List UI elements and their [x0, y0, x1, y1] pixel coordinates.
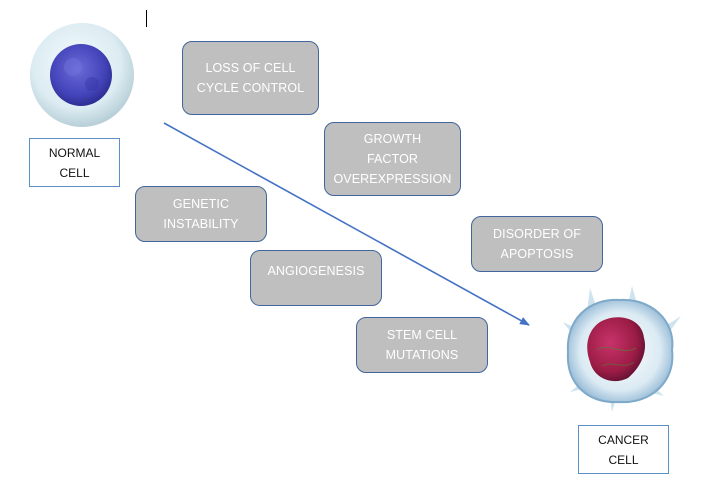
normal-cell-label-line: NORMAL	[48, 145, 101, 160]
step-text: OVEREXPRESSION	[333, 172, 452, 186]
step-disorder-of-apoptosis: DISORDER OF APOPTOSIS	[471, 216, 603, 272]
cancer-cell-label-line: CANCER	[598, 432, 649, 447]
arrow-line	[163, 122, 530, 326]
step-text: MUTATIONS	[385, 348, 459, 362]
cancer-cell-label: CANCER CELL	[578, 425, 669, 474]
step-stem-cell-mutations: STEM CELL MUTATIONS	[356, 317, 488, 373]
text-cursor	[146, 10, 147, 27]
cancer-cell-label-line: CELL	[608, 452, 639, 467]
step-text: INSTABILITY	[163, 217, 239, 231]
step-text: FACTOR	[366, 152, 419, 166]
step-text: DISORDER OF	[493, 227, 581, 241]
step-text: STEM CELL	[386, 328, 458, 342]
step-text: CYCLE CONTROL	[196, 81, 305, 95]
normal-cell-label: NORMAL CELL	[29, 138, 120, 187]
step-text: GENETIC	[172, 197, 230, 211]
normal-cell-label-line: CELL	[59, 165, 90, 180]
step-angiogenesis: ANGIOGENESIS	[250, 250, 382, 306]
step-loss-of-cell-cycle-control: LOSS OF CELL CYCLE CONTROL	[182, 41, 319, 115]
step-text: APOPTOSIS	[500, 247, 574, 261]
step-text: LOSS OF CELL	[205, 61, 296, 75]
step-growth-factor-overexpression: GROWTH FACTOR OVEREXPRESSION	[324, 122, 461, 196]
step-genetic-instability: GENETIC INSTABILITY	[135, 186, 267, 242]
step-text: GROWTH	[363, 132, 422, 146]
step-text: ANGIOGENESIS	[267, 264, 365, 278]
